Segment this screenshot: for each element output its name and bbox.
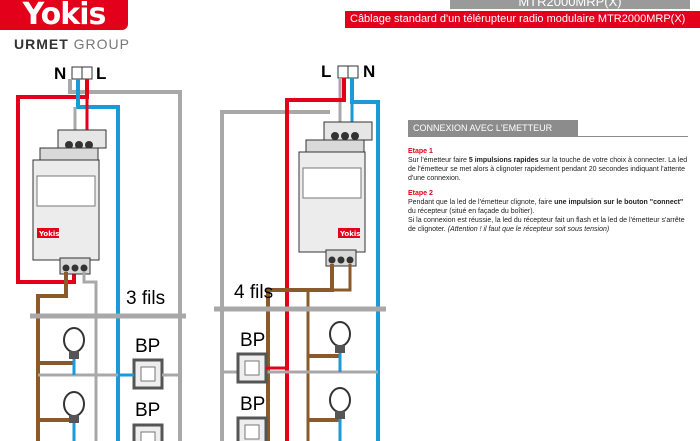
left-wire-count: 3 fils	[126, 288, 166, 309]
model-tag: MTR2000MRP(X)	[450, 0, 690, 9]
svg-text:Yokis: Yokis	[38, 230, 59, 238]
step2-text-c: du récepteur (situé en façade du boîtier…	[408, 208, 535, 215]
brand-group-prefix: URMET	[14, 36, 69, 52]
right-terminal-n: N	[363, 62, 376, 81]
step1-title: Etape 1	[408, 148, 433, 155]
right-bp-label-2: BP	[240, 394, 266, 415]
connexion-title: CONNEXION AVEC L'EMETTEUR	[408, 120, 578, 136]
page-subtitle: Câblage standard d'un télérupteur radio …	[345, 11, 700, 28]
step2-title: Etape 2	[408, 190, 433, 197]
brand-group: URMET GROUP	[14, 36, 130, 52]
step2-text-d: Si la connexion est réussie, la led du r…	[408, 217, 685, 233]
left-terminal-n: N	[54, 64, 67, 83]
svg-text:Yokis: Yokis	[339, 230, 360, 238]
left-bp-label-2: BP	[135, 400, 161, 421]
left-terminal-l: L	[96, 64, 107, 83]
brand-group-suffix: GROUP	[73, 36, 131, 52]
step1-text-c: sur la touche de votre choix à connecter…	[408, 157, 688, 182]
step2-text: Pendant que la led de l'émetteur clignot…	[408, 198, 688, 234]
logo: Yokis	[0, 0, 128, 30]
step2-text-a: Pendant que la led de l'émetteur clignot…	[408, 199, 555, 206]
right-wire-count: 4 fils	[234, 282, 274, 303]
right-bp-label-1: BP	[240, 330, 266, 351]
connexion-panel: CONNEXION AVEC L'EMETTEUR Etape 1 Sur l'…	[408, 118, 688, 234]
right-diagram: Yokis	[214, 65, 386, 441]
connexion-body: Etape 1 Sur l'émetteur faire 5 impulsion…	[408, 136, 688, 234]
left-diagram: Yokis	[16, 66, 186, 441]
step1-text: Sur l'émetteur faire 5 impulsions rapide…	[408, 156, 688, 183]
step1-text-a: Sur l'émetteur faire	[408, 157, 469, 164]
right-terminal-l: L	[321, 62, 332, 81]
step1-text-b: 5 impulsions rapides	[468, 157, 539, 164]
step2-text-b: une impulsion sur le bouton "connect"	[554, 199, 684, 206]
left-bp-label-1: BP	[135, 336, 161, 357]
step2-text-e: (Attention ! il faut que le récepteur so…	[447, 226, 610, 233]
